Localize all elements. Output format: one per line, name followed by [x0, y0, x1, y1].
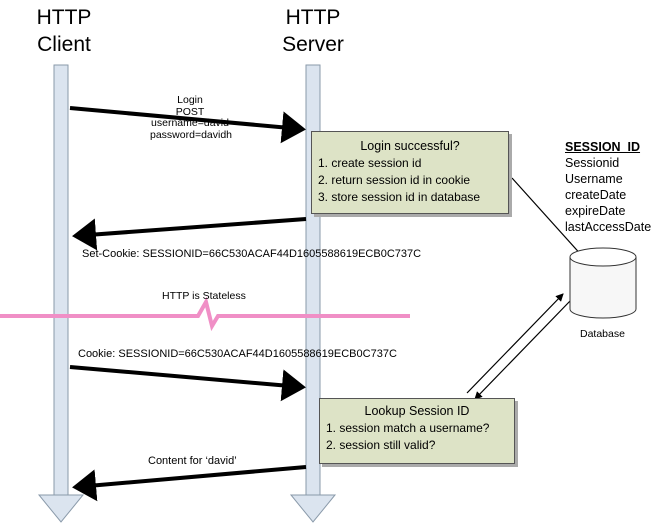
login-box-step: 3. store session id in database: [318, 190, 481, 204]
session-field: Sessionid: [565, 156, 620, 170]
client-title-line1: HTTP: [36, 6, 92, 29]
server-title: HTTP Server: [273, 4, 353, 58]
client-lifeline: [37, 64, 85, 523]
server-title-line1: HTTP: [285, 6, 341, 29]
login-request-line: POST: [175, 105, 205, 118]
content-response-label: Content for ‘david’: [148, 455, 237, 467]
content-response-arrow: [72, 465, 307, 502]
store-to-database-arrow: [511, 177, 585, 259]
login-successful-box: Login successful? 1. create session id 2…: [311, 131, 509, 214]
set-cookie-arrow: [72, 217, 307, 251]
lookup-box-step: 1. session match a username?: [326, 421, 490, 435]
login-request-label: Login POST username=david password=david…: [150, 94, 233, 141]
session-field: lastAccessDate: [565, 220, 652, 234]
client-title: HTTP Client: [24, 4, 104, 58]
session-field: Username: [565, 172, 623, 186]
login-box-heading: Login successful?: [360, 139, 460, 153]
session-field: createDate: [565, 188, 627, 202]
database-label: Database: [580, 328, 625, 340]
lookup-box-heading: Lookup Session ID: [364, 404, 470, 418]
stateless-label: HTTP is Stateless: [162, 290, 246, 302]
login-request-arrow: [69, 106, 306, 144]
client-title-line2: Client: [37, 33, 91, 56]
database-to-lookup-arrow: [474, 299, 572, 400]
session-table-title: SESSION_ID: [565, 140, 641, 154]
lookup-box-step: 2. session still valid?: [326, 438, 436, 452]
lookup-to-database-arrow: [466, 293, 564, 394]
session-id-table: SESSION_ID Sessionid Username createDate…: [565, 139, 651, 235]
session-field: expireDate: [565, 204, 626, 218]
cookie-request-arrow: [69, 365, 306, 402]
login-box-step: 1. create session id: [318, 156, 422, 170]
server-title-line2: Server: [282, 33, 344, 56]
set-cookie-label: Set-Cookie: SESSIONID=66C530ACAF44D16055…: [82, 248, 422, 260]
login-box-step: 2. return session id in cookie: [318, 173, 471, 187]
database-icon: [569, 247, 637, 319]
cookie-request-label: Cookie: SESSIONID=66C530ACAF44D160558861…: [78, 348, 397, 360]
stateless-divider: [0, 296, 410, 332]
login-request-line: username=david: [151, 117, 229, 129]
login-request-line: Login: [177, 94, 203, 106]
login-request-line: password=davidh: [150, 128, 233, 141]
lookup-session-box: Lookup Session ID 1. session match a use…: [319, 398, 515, 464]
